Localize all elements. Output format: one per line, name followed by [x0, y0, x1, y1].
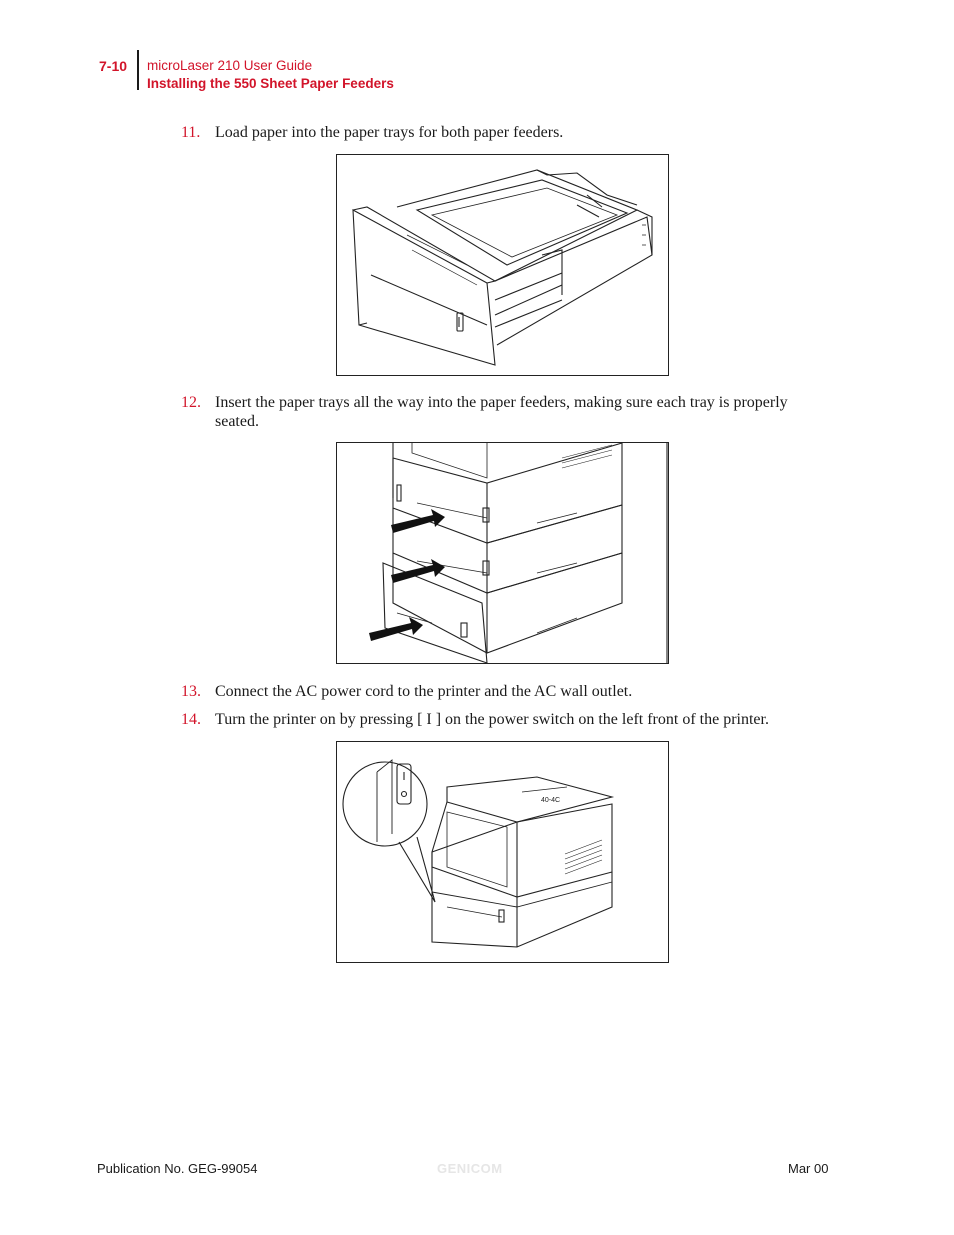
section-title: Installing the 550 Sheet Paper Feeders [147, 76, 394, 91]
figure-paper-tray [336, 154, 669, 376]
step-number: 14. [181, 711, 201, 728]
header-divider [137, 50, 139, 90]
figure-power-switch: 40-4C [336, 741, 669, 963]
genicom-watermark: GENICOM [437, 1161, 503, 1176]
step-12: 12. Insert the paper trays all the way i… [181, 393, 811, 431]
step-text: Load paper into the paper trays for both… [215, 124, 564, 141]
power-switch-illustration: 40-4C [342, 759, 615, 948]
step-text: Connect the AC power cord to the printer… [215, 683, 633, 700]
step-text: Insert the paper trays all the way into … [215, 394, 788, 430]
paper-tray-illustration [352, 169, 653, 366]
publication-number: Publication No. GEG-99054 [97, 1161, 258, 1176]
step-text: Turn the printer on by pressing [ I ] on… [215, 711, 769, 728]
publication-date: Mar 00 [788, 1161, 829, 1176]
figure-label: 40-4C [541, 797, 560, 804]
step-13: 13. Connect the AC power cord to the pri… [181, 682, 811, 701]
insert-trays-illustration [369, 443, 668, 663]
page-number: 7-10 [99, 58, 128, 74]
step-number: 13. [181, 683, 201, 700]
figure-insert-trays [336, 442, 669, 664]
step-number: 11. [181, 124, 201, 141]
step-number: 12. [181, 394, 201, 411]
step-14: 14. Turn the printer on by pressing [ I … [181, 710, 811, 729]
guide-title: microLaser 210 User Guide [147, 58, 313, 73]
step-11: 11. Load paper into the paper trays for … [181, 123, 811, 142]
